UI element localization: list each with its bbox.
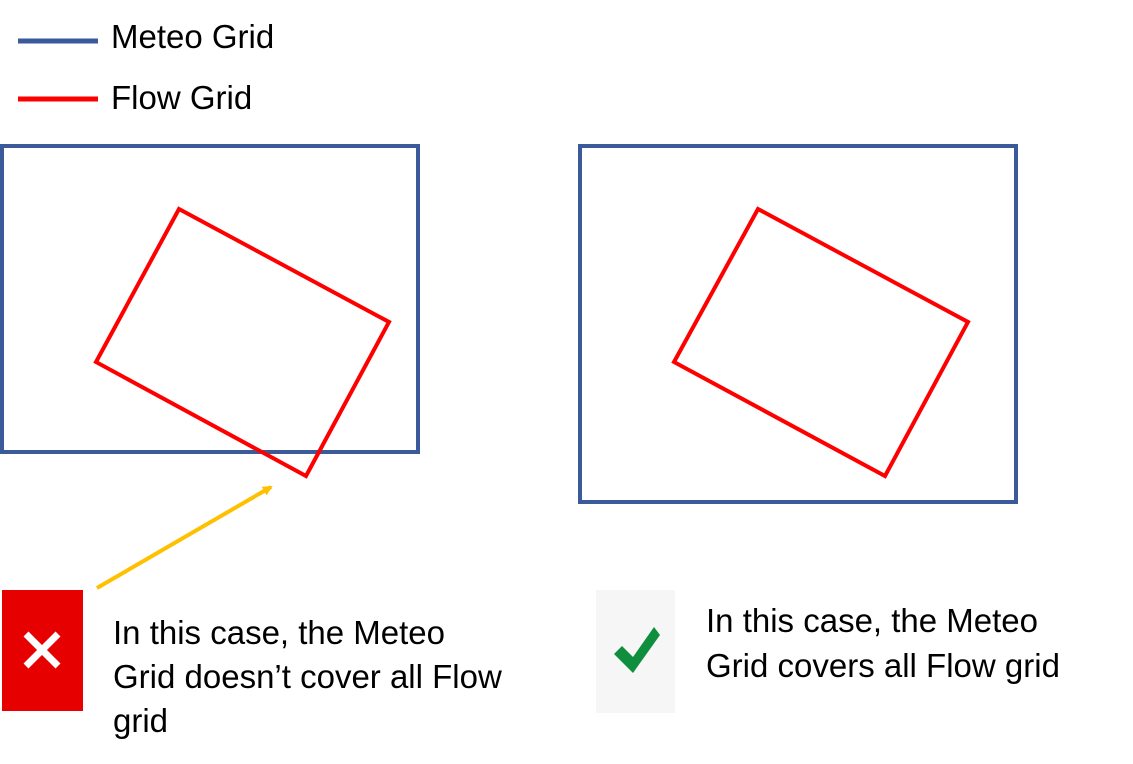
- flow-grid-rect: [93, 206, 392, 479]
- fail-caption-line-2: Grid doesn’t cover all Flow: [113, 658, 502, 695]
- pass-caption: In this case, the Meteo Grid covers all …: [706, 602, 1060, 684]
- flow-grid-rect: [671, 206, 971, 479]
- cross-icon: [23, 631, 61, 669]
- pass-caption-line-2: Grid covers all Flow grid: [706, 647, 1060, 684]
- meteo-grid-rect: [578, 144, 1018, 504]
- legend: Meteo Grid Flow Grid: [18, 18, 274, 116]
- pointer-arrow: [95, 485, 273, 590]
- meteo-grid-rect: [0, 144, 420, 454]
- fail-caption-line-3: grid: [113, 702, 168, 739]
- legend-flow-label: Flow Grid: [111, 79, 252, 116]
- panel-covered: [578, 144, 1018, 504]
- fail-status: [2, 590, 83, 711]
- fail-caption: In this case, the Meteo Grid doesn’t cov…: [113, 614, 511, 739]
- pass-caption-line-1: In this case, the Meteo: [706, 602, 1038, 639]
- panel-not-covered: [0, 144, 420, 479]
- legend-meteo-label: Meteo Grid: [111, 18, 274, 55]
- pass-status: [596, 590, 675, 713]
- pass-badge: [596, 590, 675, 713]
- checkmark-icon: [614, 627, 660, 673]
- fail-caption-line-1: In this case, the Meteo: [113, 614, 445, 651]
